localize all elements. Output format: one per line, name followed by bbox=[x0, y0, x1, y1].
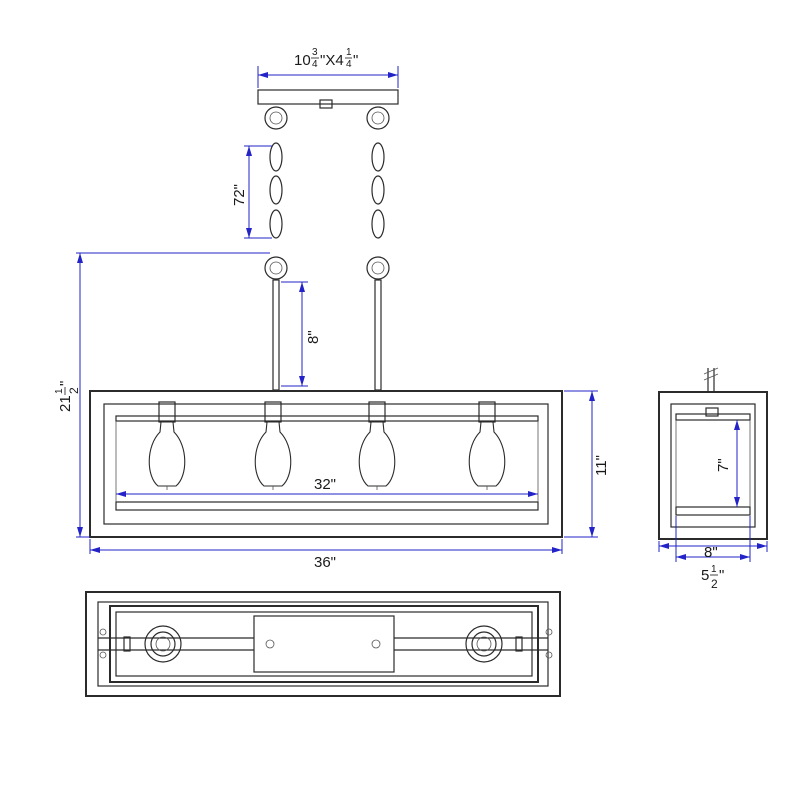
side-inner-width-den: 2 bbox=[711, 577, 718, 591]
canopy-dimension-label: 10 3 4 "X4 1 4 " bbox=[294, 47, 358, 70]
frame-height-label: 11" bbox=[593, 455, 610, 476]
side-inner-width-num: 1 bbox=[711, 564, 717, 575]
canopy-mid: "X4 bbox=[320, 52, 344, 69]
rod-length-label: 8" bbox=[305, 330, 322, 344]
side-width-label: 8" bbox=[704, 544, 718, 561]
canopy-frac2-den: 4 bbox=[346, 59, 352, 70]
top-frame-outer bbox=[85, 591, 561, 697]
overall-height-whole: 21 bbox=[57, 395, 74, 412]
inner-width-label: 32" bbox=[314, 476, 336, 493]
side-frame-outer bbox=[658, 391, 768, 540]
canopy-frac1-num: 3 bbox=[312, 47, 318, 58]
bulb-3 bbox=[358, 401, 396, 490]
frame-bar-top bbox=[115, 415, 539, 422]
rod-left bbox=[272, 279, 280, 391]
top-view bbox=[85, 591, 561, 697]
side-inner-width-whole: 5 bbox=[701, 567, 709, 584]
top-canopy bbox=[253, 615, 395, 673]
overall-height-label: 21 1 2 " bbox=[54, 381, 81, 412]
chain-left bbox=[264, 106, 288, 280]
socket-right bbox=[465, 625, 503, 663]
bulb-2 bbox=[254, 401, 292, 490]
socket-left bbox=[144, 625, 182, 663]
bulb-1 bbox=[148, 401, 186, 490]
chain-length-label: 72" bbox=[231, 184, 248, 206]
canopy-tail: " bbox=[353, 52, 358, 69]
frame-inner bbox=[103, 403, 549, 525]
side-frame-inner bbox=[670, 403, 756, 528]
frame-bar-bottom bbox=[115, 501, 539, 511]
dimension-lines bbox=[76, 66, 768, 562]
side-inner-height-label: 7" bbox=[715, 458, 732, 472]
canopy-frac2-num: 1 bbox=[346, 47, 352, 58]
frame-outer bbox=[89, 390, 563, 538]
canopy-screw bbox=[319, 99, 333, 109]
front-view bbox=[89, 89, 563, 538]
overall-height-tail: " bbox=[57, 381, 74, 386]
canopy-plate bbox=[257, 89, 399, 105]
dimension-labels: 10 3 4 "X4 1 4 " 72" 8" 21 1 2 " 32" 36"… bbox=[54, 47, 732, 591]
side-inner-width-tail: " bbox=[719, 567, 724, 584]
overall-height-den: 2 bbox=[67, 387, 81, 394]
canopy-whole: 10 bbox=[294, 52, 311, 69]
rod-right bbox=[374, 279, 382, 391]
side-view bbox=[658, 367, 768, 540]
chain-right bbox=[366, 106, 390, 280]
outer-width-label: 36" bbox=[314, 554, 336, 571]
overall-height-num: 1 bbox=[54, 388, 65, 394]
bulb-4 bbox=[468, 401, 506, 490]
side-inner-width-label: 5 1 2 " bbox=[701, 564, 724, 591]
canopy-frac1-den: 4 bbox=[312, 59, 318, 70]
